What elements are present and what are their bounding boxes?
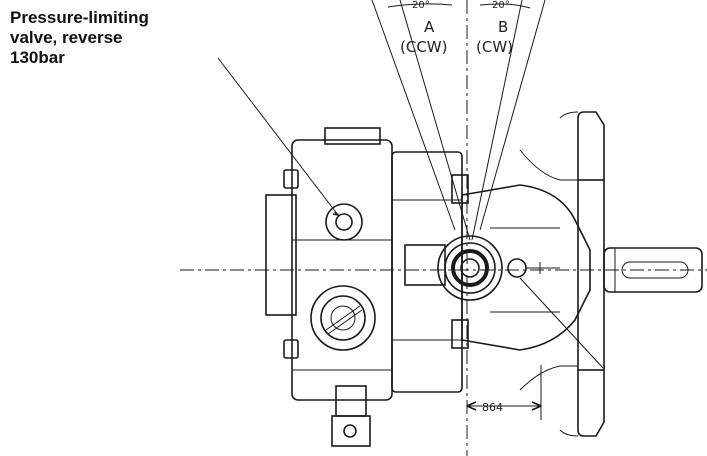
angle-labels: 20° 20° A (CCW) B (CW) [400, 0, 513, 56]
pump-housing [265, 127, 393, 447]
mounting-flange [559, 111, 605, 437]
swivel-pivot [437, 235, 503, 301]
dimension-864: 864 [466, 365, 542, 420]
callout-line-1: Pressure-limiting [10, 8, 149, 27]
angle-right-dir: (CW) [476, 38, 513, 56]
adjustment-screw [507, 258, 604, 369]
callout-line-2: valve, reverse [10, 28, 123, 47]
dimension-value: 864 [482, 401, 503, 414]
angle-right-value: 20° [492, 0, 510, 11]
angle-left-dir: (CCW) [400, 38, 447, 56]
pressure-valve-callout: Pressure-limiting valve, reverse 130bar [10, 8, 240, 68]
pump-body [391, 151, 469, 393]
drive-shaft [180, 247, 707, 293]
angle-left-letter: A [424, 18, 435, 36]
swivel-angle-lines [371, 0, 546, 456]
angle-right-letter: B [498, 18, 508, 36]
angle-left-value: 20° [412, 0, 430, 11]
large-plug [310, 285, 376, 351]
callout-line-3: 130bar [10, 48, 65, 67]
pressure-valve-port [217, 57, 363, 241]
swivel-housing [461, 149, 591, 391]
